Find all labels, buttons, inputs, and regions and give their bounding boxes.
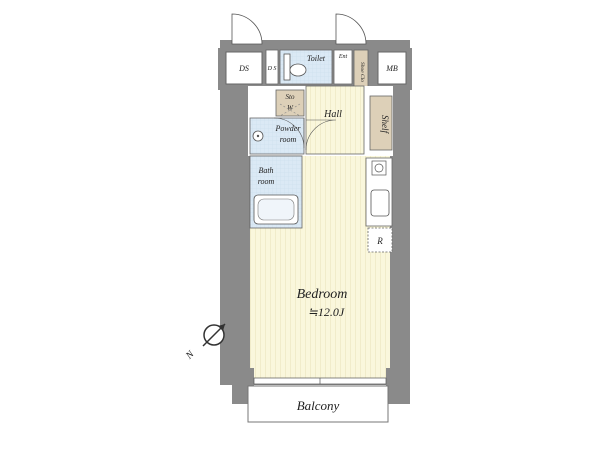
bathtub-icon-top [253, 194, 299, 225]
ds-closet-label: D S [267, 66, 277, 72]
balcony [247, 385, 389, 423]
ds-label: DS [238, 64, 249, 73]
powder-label-line1: Powder [275, 124, 302, 133]
w-label: W [287, 104, 294, 112]
r-label: R [376, 236, 383, 246]
ent-label: Ent [338, 54, 348, 60]
shoe-clo-label: Shoe Clo [359, 62, 365, 82]
mb-label: MB [385, 64, 398, 73]
top-left-door [231, 13, 263, 45]
balcony-window [253, 377, 387, 385]
entrance-door [335, 13, 367, 45]
bath-label-line2-top: room [258, 177, 275, 186]
ds-closet [265, 49, 279, 85]
bottom-right-wall [386, 368, 410, 404]
ds-shaft [225, 51, 263, 85]
north-label: N [183, 348, 197, 362]
mb-shaft [377, 51, 407, 85]
refrigerator [367, 227, 393, 253]
storage-washer [275, 89, 305, 117]
entrance [333, 49, 353, 85]
powder-label-line2: room [280, 135, 297, 144]
bedroom-label: Bedroom [297, 287, 348, 302]
powder-door [273, 117, 305, 149]
bedroom-size: ≒12.0J [308, 305, 345, 319]
toilet-label: Toilet [307, 54, 326, 63]
hall-door [305, 119, 337, 151]
shelf-label: Shelf [380, 115, 390, 134]
bath-label-line1-top: Bath [258, 166, 273, 175]
sto-label: Sto [286, 93, 295, 101]
toilet-icon [283, 53, 307, 81]
compass-icon [202, 323, 226, 347]
kitchen-sink-icon [370, 189, 390, 217]
shelf [369, 95, 393, 151]
hall-label: Hall [323, 109, 342, 120]
sink-icon [252, 130, 264, 142]
balcony-label: Balcony [297, 398, 340, 413]
stove-icon [371, 160, 387, 176]
